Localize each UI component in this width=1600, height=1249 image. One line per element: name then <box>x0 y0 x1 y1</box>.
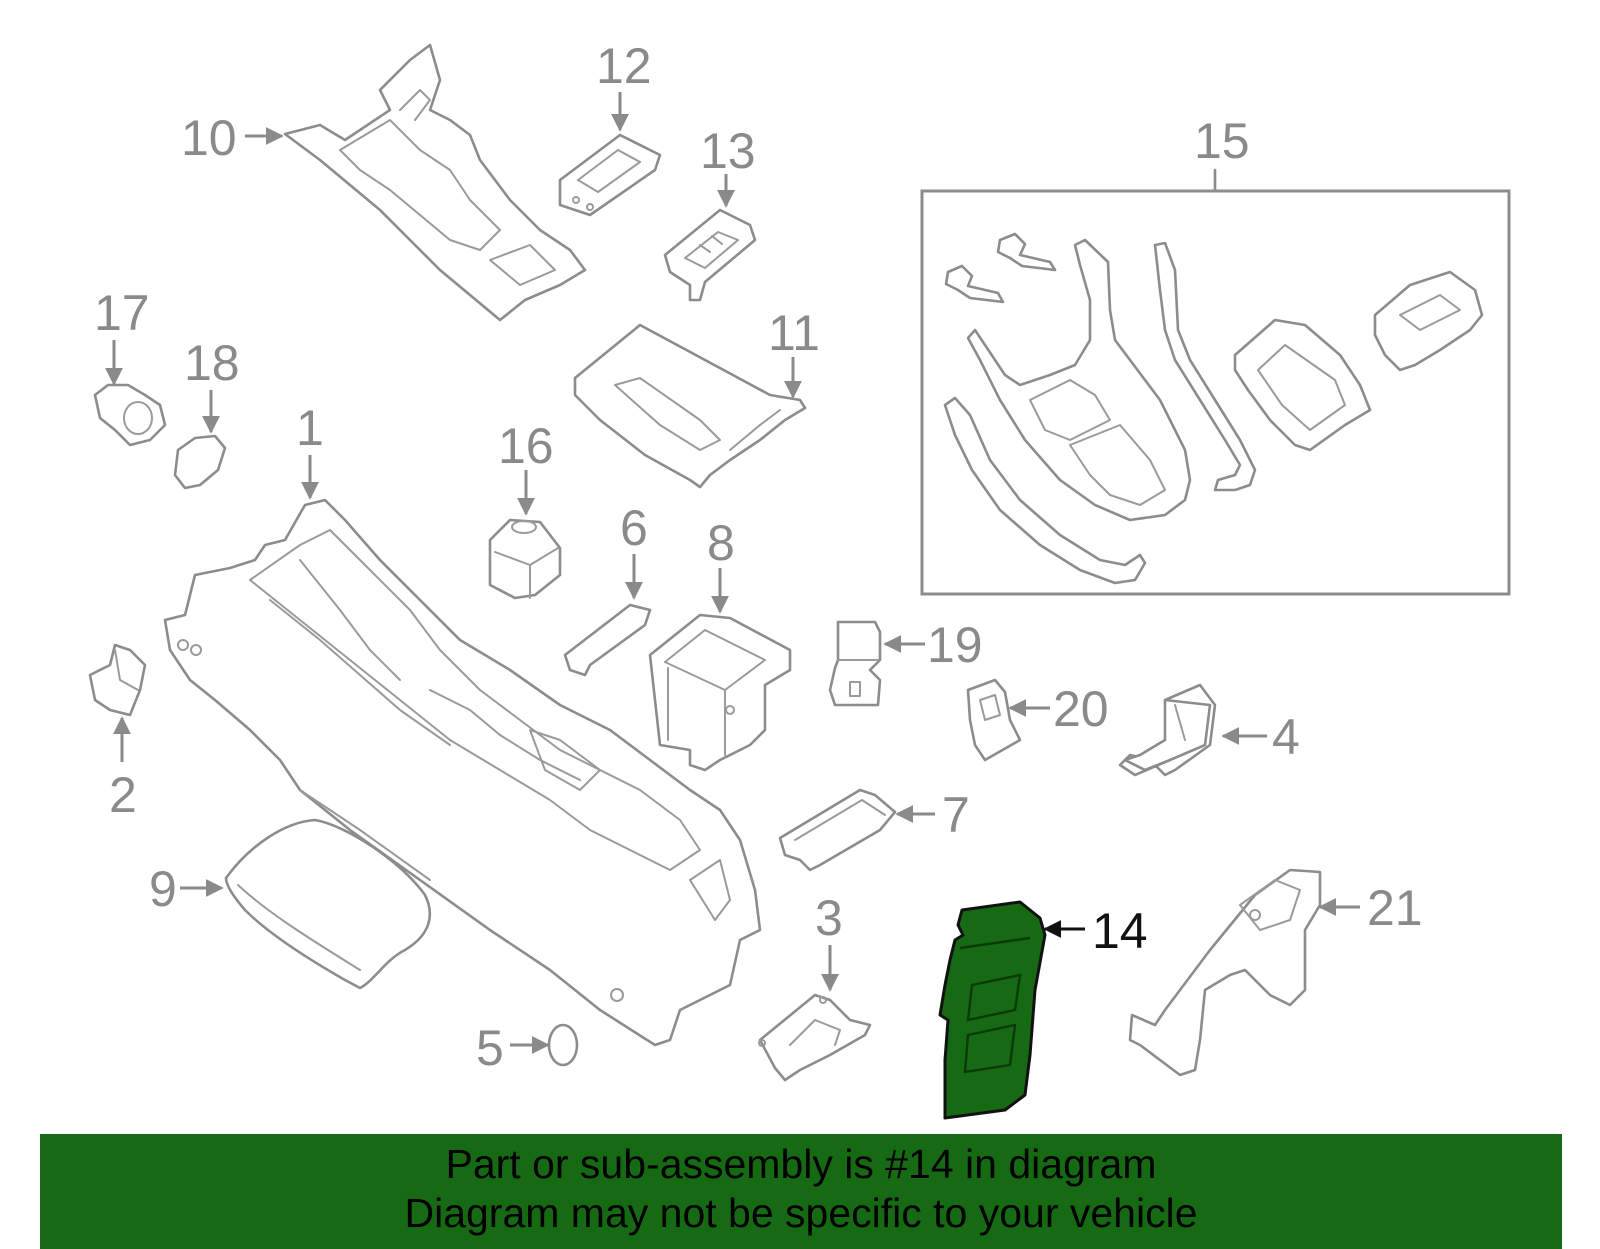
callout-12-label: 12 <box>596 38 652 94</box>
callout-2-label: 2 <box>109 767 137 823</box>
callout-9-label: 9 <box>149 861 177 917</box>
part-8-cup-holder[interactable] <box>648 613 792 772</box>
part-13-switch[interactable] <box>663 208 757 302</box>
callout-19: 19 <box>883 617 983 673</box>
part-16-module[interactable] <box>488 518 562 600</box>
callout-1: 1 <box>296 400 324 500</box>
callout-17-label: 17 <box>94 285 150 341</box>
callout-5-label: 5 <box>476 1020 504 1076</box>
callout-1-label: 1 <box>296 400 324 456</box>
callout-18: 18 <box>184 335 240 434</box>
part-9-armrest-pad[interactable] <box>224 818 432 990</box>
callout-11-label: 11 <box>768 305 820 361</box>
callout-12: 12 <box>596 38 652 132</box>
part-2-bracket[interactable] <box>88 643 147 717</box>
part-14-side-trim[interactable] <box>938 900 1047 1120</box>
callout-10-label: 10 <box>181 110 237 166</box>
part-1-console-body[interactable] <box>163 498 762 1047</box>
part-3-bracket[interactable] <box>758 993 872 1082</box>
callout-21-label: 21 <box>1367 880 1423 936</box>
callout-2: 2 <box>109 716 137 823</box>
callout-9: 9 <box>149 861 224 917</box>
callout-4: 4 <box>1221 709 1300 765</box>
callout-21: 21 <box>1318 880 1423 936</box>
callout-6-label: 6 <box>620 500 648 556</box>
callout-6: 6 <box>620 500 648 600</box>
part-11-armrest-lid[interactable] <box>573 323 807 489</box>
callout-3: 3 <box>815 890 843 992</box>
callout-10: 10 <box>181 110 284 166</box>
info-banner: Part or sub-assembly is #14 in diagram D… <box>40 1134 1562 1249</box>
callout-17: 17 <box>94 285 150 386</box>
callout-3-label: 3 <box>815 890 843 946</box>
callout-20-label: 20 <box>1053 681 1109 737</box>
callout-8: 8 <box>707 515 735 614</box>
banner-line-2: Diagram may not be specific to your vehi… <box>404 1190 1198 1236</box>
callout-4-label: 4 <box>1272 709 1300 765</box>
callout-16-label: 16 <box>498 418 554 474</box>
callout-7-label: 7 <box>942 787 970 843</box>
callout-13-label: 13 <box>700 123 756 179</box>
callout-14-label: 14 <box>1092 903 1148 959</box>
callout-15-label: 15 <box>1194 113 1250 169</box>
callout-5: 5 <box>476 1020 550 1076</box>
part-21-panel[interactable] <box>1128 868 1322 1077</box>
callout-19-label: 19 <box>927 617 983 673</box>
part-17-socket[interactable] <box>93 383 167 447</box>
callout-18-label: 18 <box>184 335 240 391</box>
callout-11: 11 <box>768 305 820 399</box>
banner-line-1: Part or sub-assembly is #14 in diagram <box>445 1141 1157 1187</box>
callout-13: 13 <box>700 123 756 208</box>
callout-8-label: 8 <box>707 515 735 571</box>
callout-15: 15 <box>1194 113 1250 193</box>
part-4-bracket[interactable] <box>1118 683 1217 777</box>
part-10-shift-panel[interactable] <box>283 43 587 322</box>
part-20-clip[interactable] <box>966 678 1022 762</box>
callout-7: 7 <box>895 787 970 843</box>
part-15-kit[interactable] <box>920 189 1511 596</box>
part-6-bracket[interactable] <box>563 603 652 677</box>
callout-16: 16 <box>498 418 554 516</box>
part-19-switch[interactable] <box>828 620 882 707</box>
part-12-switch-bezel[interactable] <box>558 133 662 217</box>
part-18-cap[interactable] <box>173 434 227 490</box>
callout-20: 20 <box>1008 681 1109 737</box>
callout-14: 14 <box>1043 903 1148 959</box>
part-5-ring[interactable] <box>547 1023 579 1067</box>
part-7-bracket[interactable] <box>778 788 897 872</box>
